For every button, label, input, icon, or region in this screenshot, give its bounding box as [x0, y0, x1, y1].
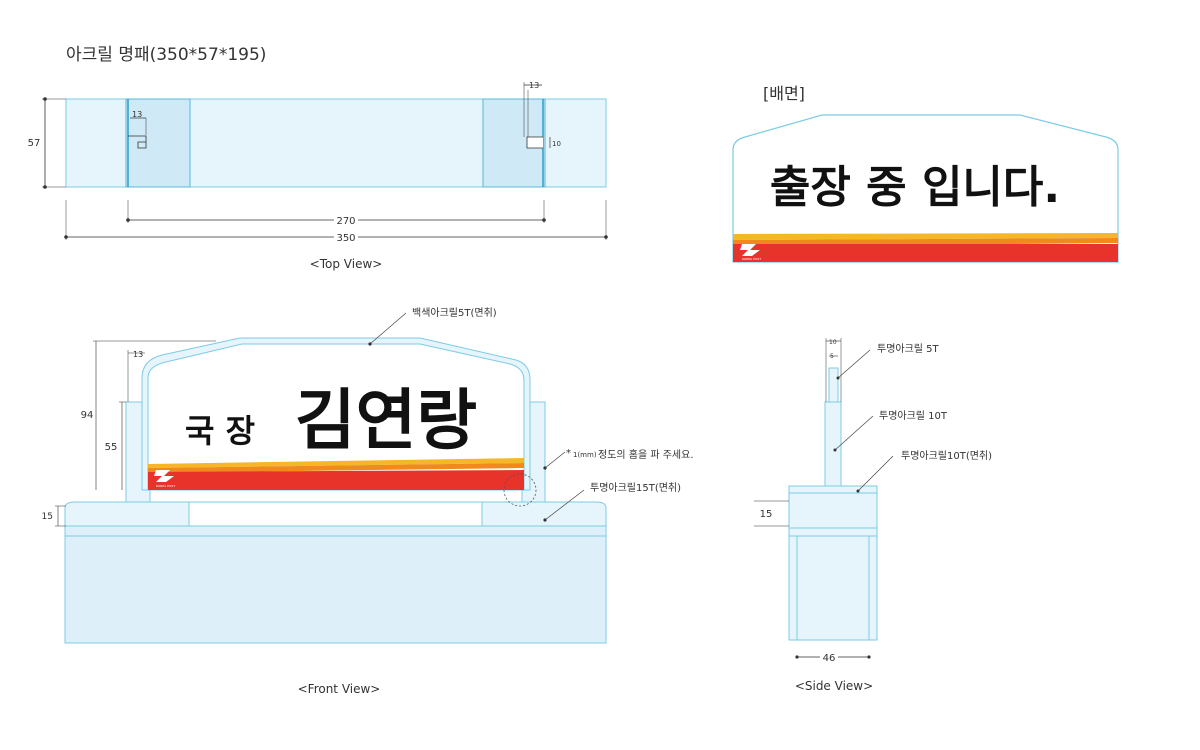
side-view-caption: <Side View> — [795, 679, 873, 693]
back-sign-message: 출장 중 입니다. — [770, 162, 1060, 213]
front-dim-55: 55 — [105, 442, 118, 453]
top-dim-57: 57 — [28, 138, 41, 149]
top-view: 57 13 13 10 270 350 — [28, 81, 608, 271]
top-left-support — [125, 98, 191, 188]
front-sign-logo-text: KOREA POST — [156, 484, 175, 488]
front-note-hole: 정도의 홈을 파 주세요. — [598, 448, 694, 461]
side-note-support: 투명아크릴 10T — [879, 409, 948, 422]
front-sign-title: 국 장 — [185, 412, 255, 450]
side-note-panel: 투명아크릴 5T — [877, 342, 940, 355]
side-base-block — [788, 527, 878, 641]
front-view-caption: <Front View> — [298, 682, 381, 696]
back-sign-outline — [732, 114, 1119, 263]
front-note-panel-material: 백색아크릴5T(면취) — [412, 306, 497, 319]
side-dim-15: 15 — [760, 509, 773, 520]
top-right-slot — [526, 136, 543, 149]
page-title: 아크릴 명패(350*57*195) — [66, 45, 267, 65]
top-dim-270: 270 — [336, 216, 355, 227]
top-left-slot — [128, 135, 147, 149]
top-dim-13-right: 13 — [529, 81, 539, 90]
side-dim-10: 10 — [829, 339, 837, 346]
front-dim-15: 15 — [42, 512, 53, 522]
top-dim-13-left: 13 — [132, 110, 142, 119]
top-dim-10: 10 — [552, 140, 561, 148]
front-base-recess — [188, 501, 483, 527]
front-sign-red-stripe — [148, 470, 524, 490]
side-base-top — [788, 485, 878, 529]
front-note-base-material: 투명아크릴15T(면취) — [590, 481, 681, 494]
front-note-hole-star: * — [566, 448, 571, 459]
back-view-label: [배면] — [763, 84, 805, 103]
top-dim-350: 350 — [336, 233, 355, 244]
front-sign-logo-icon — [154, 470, 174, 482]
front-dim-94: 94 — [81, 410, 94, 421]
front-sign-panel — [147, 343, 525, 491]
side-view: 10 5 투명아크릴 5T 투명아크릴 10T 투명아크릴10T(면취) 15 … — [754, 338, 992, 693]
back-sign-red-stripe — [733, 244, 1118, 262]
side-dim-46: 46 — [823, 653, 836, 664]
side-dim-5: 5 — [830, 353, 834, 360]
top-view-caption: <Top View> — [310, 257, 383, 271]
front-note-hole-size: 1(mm) — [573, 451, 597, 459]
back-sign-logo-icon — [740, 244, 760, 256]
back-sign: 출장 중 입니다. KOREA POST — [732, 114, 1119, 263]
front-sign-name: 김연랑 — [295, 382, 477, 459]
back-sign-logo-text: KOREA POST — [742, 257, 761, 261]
front-base-block — [64, 525, 607, 644]
front-view: KOREA POST 국 장 김연랑 13 94 55 15 백 — [42, 306, 694, 696]
side-panel — [828, 367, 839, 403]
front-dim-13: 13 — [133, 350, 143, 359]
side-note-base: 투명아크릴10T(면취) — [901, 449, 992, 462]
front-hole-marker — [503, 473, 537, 507]
side-support — [824, 401, 842, 487]
